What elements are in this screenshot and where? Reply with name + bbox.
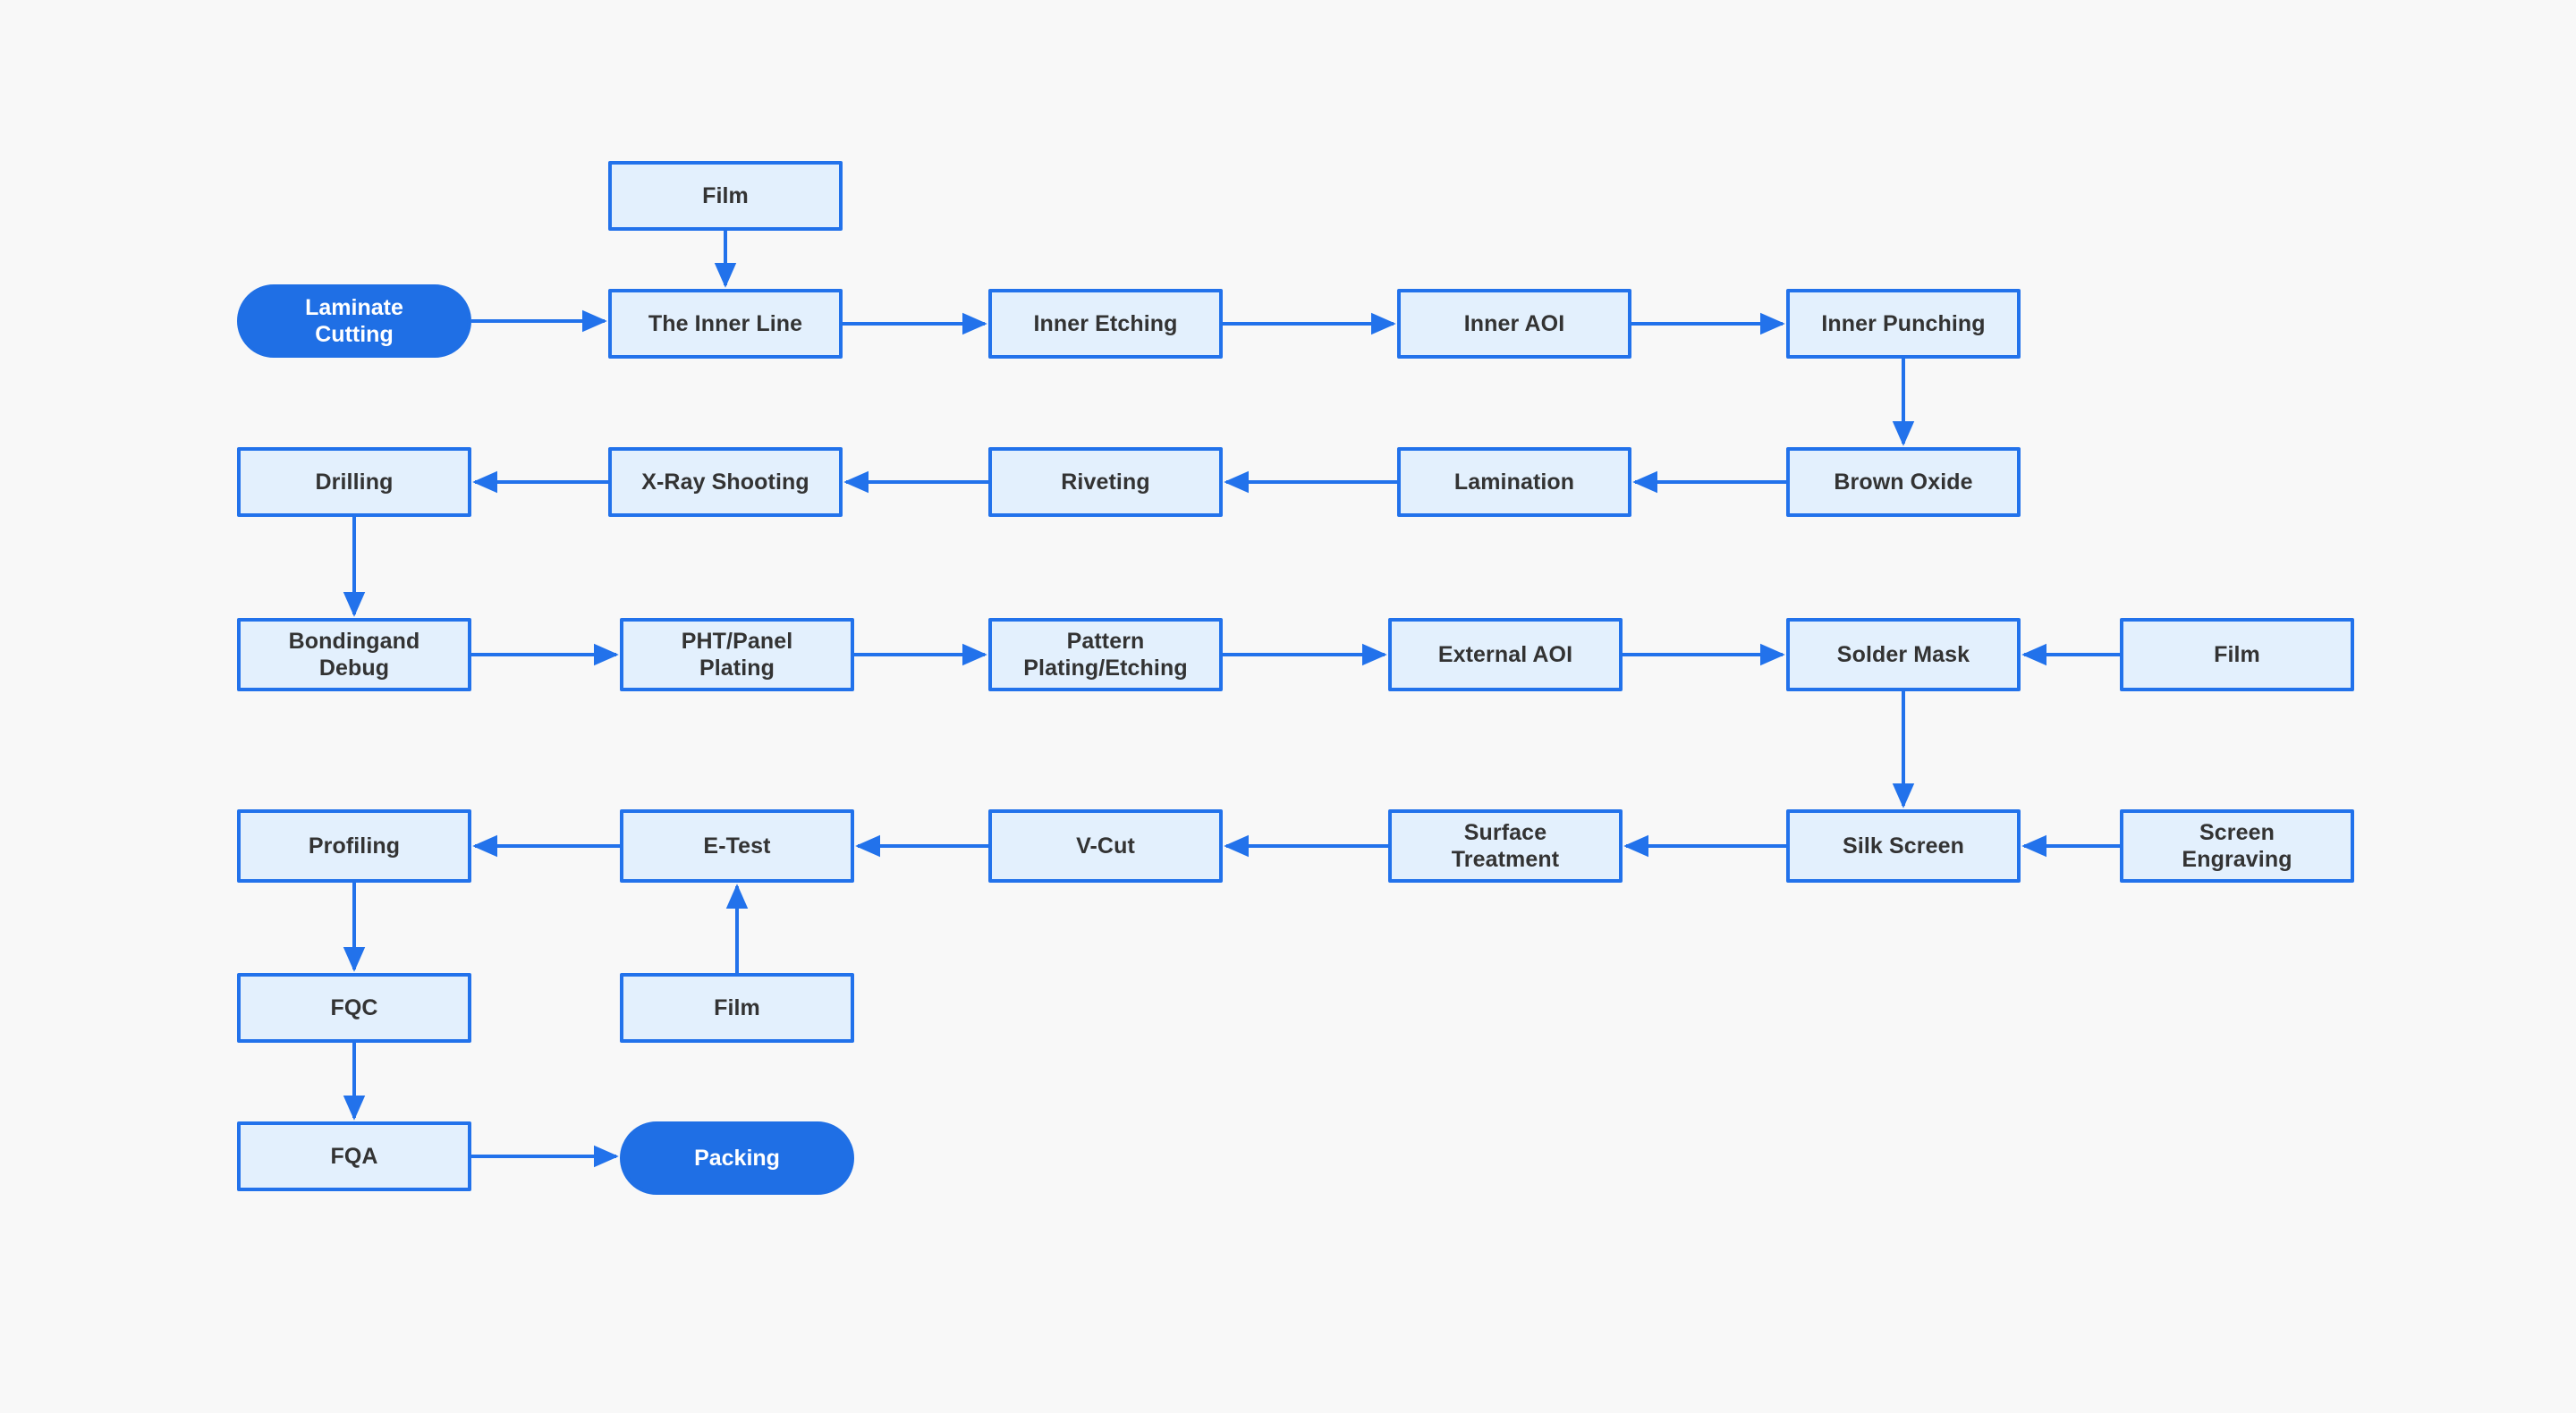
node-label: Profiling [308,833,401,859]
node-label: Packing [694,1145,780,1171]
node-screen_engraving[interactable]: Screen Engraving [2120,809,2354,883]
node-e_test[interactable]: E-Test [620,809,854,883]
node-v_cut[interactable]: V-Cut [988,809,1223,883]
node-external_aoi[interactable]: External AOI [1388,618,1623,691]
node-label: External AOI [1437,641,1573,667]
node-bonding_debug[interactable]: Bondingand Debug [237,618,471,691]
node-riveting[interactable]: Riveting [988,447,1223,517]
node-inner_punching[interactable]: Inner Punching [1786,289,2021,359]
node-laminate_cutting[interactable]: Laminate Cutting [237,284,471,358]
node-lamination[interactable]: Lamination [1397,447,1631,517]
node-label: X-Ray Shooting [641,469,809,495]
node-label: Solder Mask [1836,641,1970,667]
node-label: FQA [330,1143,378,1169]
node-inner_etching[interactable]: Inner Etching [988,289,1223,359]
node-label: Inner AOI [1463,310,1565,336]
node-label: Riveting [1061,469,1150,495]
node-profiling[interactable]: Profiling [237,809,471,883]
node-label: Inner Etching [1033,310,1178,336]
node-film_bottom[interactable]: Film [620,973,854,1043]
node-film_right[interactable]: Film [2120,618,2354,691]
node-label: Surface Treatment [1451,819,1560,873]
node-film_top[interactable]: Film [608,161,843,231]
node-label: Pattern Plating/Etching [1023,628,1188,681]
node-label: FQC [330,994,378,1020]
node-label: Film [714,994,760,1020]
node-label: Lamination [1453,469,1575,495]
node-label: Screen Engraving [2182,819,2292,873]
node-label: The Inner Line [648,310,803,336]
node-label: Laminate Cutting [305,294,403,348]
node-label: Film [702,182,749,208]
node-silk_screen[interactable]: Silk Screen [1786,809,2021,883]
node-label: Drilling [315,469,394,495]
node-pattern_plating[interactable]: Pattern Plating/Etching [988,618,1223,691]
node-label: E-Test [703,833,771,859]
node-surface_treatment[interactable]: Surface Treatment [1388,809,1623,883]
node-inner_aoi[interactable]: Inner AOI [1397,289,1631,359]
node-brown_oxide[interactable]: Brown Oxide [1786,447,2021,517]
node-pht_panel_plating[interactable]: PHT/Panel Plating [620,618,854,691]
node-drilling[interactable]: Drilling [237,447,471,517]
node-packing[interactable]: Packing [620,1121,854,1195]
node-fqa[interactable]: FQA [237,1121,471,1191]
node-label: V-Cut [1076,833,1135,859]
node-label: Inner Punching [1821,310,1986,336]
node-label: PHT/Panel Plating [681,628,793,681]
node-fqc[interactable]: FQC [237,973,471,1043]
node-label: Bondingand Debug [288,628,420,681]
node-label: Film [2214,641,2260,667]
node-xray_shooting[interactable]: X-Ray Shooting [608,447,843,517]
node-label: Silk Screen [1843,833,1964,859]
node-the_inner_line[interactable]: The Inner Line [608,289,843,359]
node-label: Brown Oxide [1834,469,1973,495]
node-solder_mask[interactable]: Solder Mask [1786,618,2021,691]
